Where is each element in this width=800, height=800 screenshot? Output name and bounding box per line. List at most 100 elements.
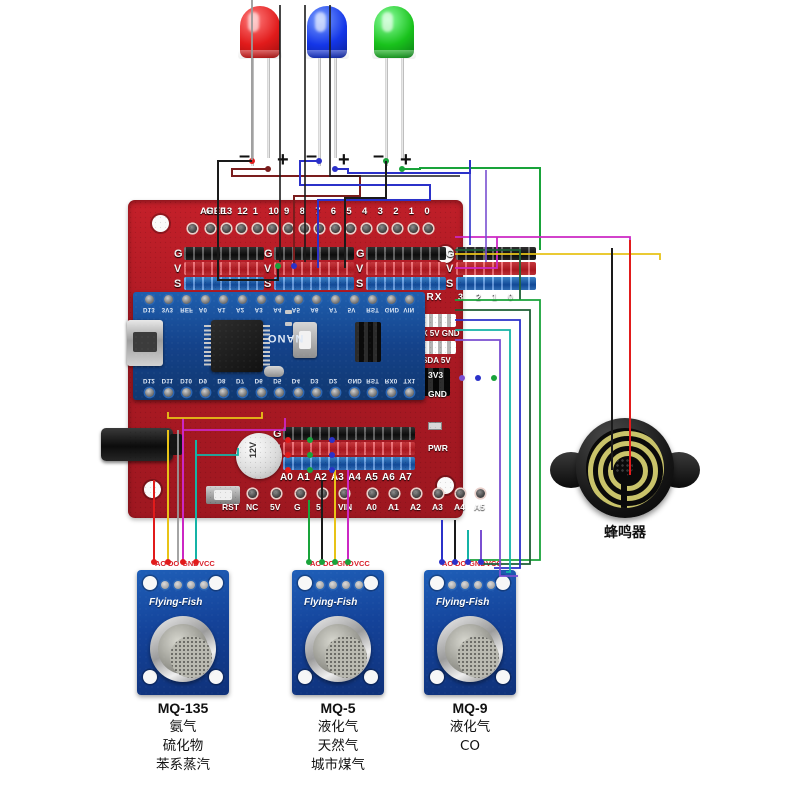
uart-header-label: RX TX 5V GND [404,329,460,338]
mq135-pad-vcc [200,581,208,589]
nano-pad-bottom [331,388,340,397]
red-led-anode-node [265,166,271,172]
nano-silk-bottom-D5: D5 [273,377,282,384]
shield-top-label-0: 0 [424,206,430,217]
power-gnd-label: GND [428,389,447,399]
mq135-sensor-can [150,616,216,682]
mq5-hole-tl [298,576,312,590]
nano-silk-top-A1: A1 [217,306,226,313]
green-led-rim [372,50,416,59]
nano-silk-top-5V: 5V [347,306,356,313]
buzzer-ring-2 [598,441,658,501]
mq9-pinlabel-do: DO [455,559,467,568]
nano-pad-bottom [349,388,359,397]
shield-bottom-silk-G: G [294,502,301,512]
shield-bottom-pinhole [248,489,257,498]
nano-silk-top-REF: REF [180,306,194,313]
shield-mount-hole-tl [152,215,169,232]
nano-pad-bottom [368,388,378,397]
mq5-sensor-can [305,616,371,682]
nano-silk-top-A2: A2 [236,306,245,313]
nano-pad-bottom [163,388,173,397]
mq135-pinlabel-ao: AO [155,559,167,568]
shield-top-label-G: G [206,206,214,217]
shield-top-label-2: 2 [393,206,399,217]
red-led [238,6,282,166]
nano-pad-top [312,295,322,304]
capacitor-value: 12V [248,441,259,459]
nano-pad-top [219,295,229,304]
analog-vcc-rail [283,442,415,455]
shield-bottom-pinhole [434,489,443,498]
red-led-anode-leg [267,58,270,158]
shield-top-label-5: 5 [346,206,352,217]
nano-silk-top-A7: A7 [329,306,338,313]
mq5-pinlabel-do: DO [323,559,335,568]
mq5-hole-br [364,670,378,684]
mq9-pad-gnd [474,581,482,589]
shield-top-pinhole [330,224,340,233]
shield-top-pinhole [408,224,418,233]
shield-bottom-pinhole [456,489,465,498]
nano-pad-bottom [182,388,192,397]
nano-silk-bottom-D11: D11 [161,377,174,384]
group-aref-12-v-rail [184,262,264,275]
shield-analog-label-A3: A3 [331,472,344,483]
blue-led-cathode-node [316,158,322,164]
wire-bus-darkgreen [455,309,531,565]
nano-pad-top [238,295,247,304]
nano-pad-top [349,295,359,304]
nano-silk-bottom-D9: D9 [198,377,208,384]
red-led-plus-label: + [277,149,289,171]
shield-analog-label-A6: A6 [382,472,395,483]
shield-bottom-silk-VIN: VIN [338,502,353,512]
wire-bus-blue [455,319,521,569]
nano-silk-top-3V3: 3V3 [161,306,174,313]
group-11-8-v-rail [274,262,354,275]
nano-power-led [285,310,292,314]
mq9-pad-do [461,581,469,589]
mq135-hole-tl [143,576,157,590]
shield-bottom-silk-A1: A1 [388,502,399,512]
shield-top-pinhole [346,224,356,233]
shield-top-label-6: 6 [330,206,337,217]
microcontroller-chip [204,320,270,372]
shield-top-pinhole [268,224,278,233]
group-7-4-v-rail [366,262,446,275]
nano-reset-button[interactable] [293,322,317,358]
nano-silk-bottom-D12: D12 [143,377,155,384]
shield-bottom-label-3: 3 [458,292,464,302]
nano-silk-bottom-D7: D7 [236,377,245,384]
blue-led-cathode-leg [318,58,321,166]
shield-top-pinhole [284,224,293,233]
nano-silk-bottom-GND: GND [347,377,362,384]
shield-analog-label-A0: A0 [280,472,293,483]
mq135-name: MQ-135 [157,700,209,716]
shield-top-label-3: 3 [377,206,383,217]
blue-led-gloss [315,12,326,32]
blue-led-minus-label: – [306,145,318,167]
mq135-desc-line-3: 苯系蒸汽 [156,757,210,773]
sensor-mq9: Flying-Fish [424,570,516,695]
group-3-0-label-s: S [446,278,454,290]
mq9-hole-tl [430,576,444,590]
nano-pad-bottom [200,388,210,397]
shield-top-label-12: 12 [237,206,248,217]
nano-brand-label: NANO [267,332,304,344]
group-11-8-s-rail [274,277,354,290]
nano-pad-bottom [293,388,303,397]
green-led-anode-leg [401,58,404,158]
group-7-4-label-g: G [356,248,365,260]
shield-mount-hole-bl [144,481,161,498]
nano-pad-top [386,295,396,304]
mq5-desc-line-2: 天然气 [317,738,359,754]
mq5-hole-tr [364,576,378,590]
mq5-name: MQ-5 [320,700,356,716]
group-aref-12-label-s: S [174,278,182,290]
shield-top-pinhole [362,224,371,233]
reset-switch [206,486,240,504]
mq135-pinlabel-vcc: VCC [199,559,215,568]
mq9-pad-vcc [487,581,495,589]
nano-silk-top-GND: GND [384,306,400,313]
